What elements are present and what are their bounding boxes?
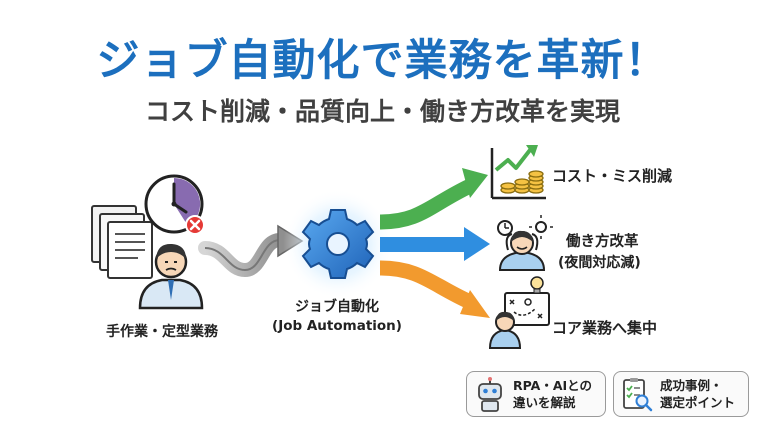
page-subtitle: コスト削減・品質向上・働き方改革を実現 — [144, 97, 620, 126]
growth-chart-coins-icon — [490, 145, 546, 200]
output-label-core: コア業務へ集中 — [552, 319, 658, 337]
rpa-ai-difference-button[interactable]: RPA・AIとの 違いを解説 — [466, 371, 606, 417]
success-cases-button[interactable]: 成功事例・ 選定ポイント — [613, 371, 749, 417]
output-label-workstyle-note: (夜間対応減) — [558, 255, 641, 271]
alert-x-icon — [185, 215, 205, 235]
output-label-cost: コスト・ミス削減 — [552, 167, 673, 185]
documents-icon — [91, 205, 153, 279]
rpa-button-line1: RPA・AIとの — [513, 378, 593, 393]
robot-icon — [478, 377, 502, 412]
input-label: 手作業・定型業務 — [106, 324, 218, 340]
gear-icon — [283, 189, 393, 299]
case-button-line2: 選定ポイント — [660, 395, 736, 410]
checklist-magnifier-icon — [623, 378, 653, 412]
output-arrow-orange — [379, 260, 490, 318]
worker-icon — [138, 243, 204, 310]
case-button-line1: 成功事例・ — [660, 378, 723, 393]
output-arrow-green — [379, 168, 488, 230]
relaxed-person-icon — [497, 215, 553, 271]
page-title: ジョブ自動化で業務を革新！ — [96, 36, 669, 86]
process-label-english: (Job Automation) — [272, 318, 402, 334]
process-label: ジョブ自動化 — [295, 299, 379, 315]
output-label-workstyle: 働き方改革 — [566, 234, 639, 250]
rpa-button-line2: 違いを解説 — [513, 395, 576, 410]
strategy-board-icon — [488, 276, 550, 349]
output-arrow-blue — [380, 227, 490, 261]
